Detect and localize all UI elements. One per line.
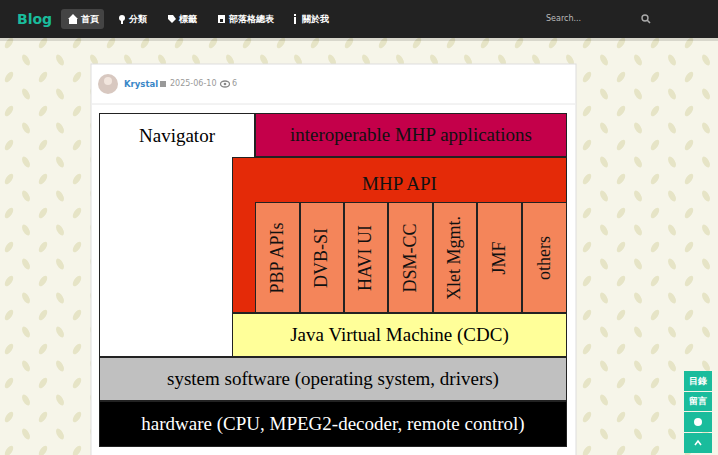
hardware-band: hardware (CPU, MPEG2-decoder, remote con… — [99, 401, 567, 447]
navbar — [0, 0, 718, 38]
node-text: interoperable MHP applications — [290, 125, 532, 146]
save-icon-slot — [220, 19, 223, 22]
eye-icon-pupil — [224, 83, 227, 86]
node-text: Xlet Mgmt. — [445, 216, 465, 300]
post-card — [91, 64, 576, 455]
nav-item: 分類 — [129, 14, 147, 25]
node-text: others — [535, 236, 555, 280]
navbar-shadow — [0, 38, 718, 41]
search-placeholder: Search... — [546, 14, 581, 24]
info-icon-bar — [294, 17, 296, 24]
calendar-icon — [160, 81, 166, 87]
github-button — [684, 412, 712, 432]
jvm-band: Java Virtual Machine (CDC) — [232, 313, 567, 357]
nav-item: 關於我 — [302, 14, 329, 25]
comment-button — [684, 392, 712, 411]
search-icon-handle — [647, 20, 650, 23]
node-text: HAVI UI — [356, 224, 376, 290]
api-column: HAVI UI — [344, 202, 388, 313]
api-column: others — [522, 202, 567, 313]
api-column: DVB-SI — [300, 202, 344, 313]
application-band: interoperable MHP applications — [255, 113, 567, 157]
node-text: DVB-SI — [312, 227, 332, 287]
info-icon-dot — [294, 14, 296, 16]
node-text: hardware (CPU, MPEG2-decoder, remote con… — [141, 414, 524, 435]
nav-item: 部落格總表 — [229, 14, 274, 25]
node-text: MHP API — [362, 174, 437, 195]
author-name: Krystal — [124, 79, 158, 89]
up-arrow-icon — [695, 441, 701, 445]
text-holder: Navigator — [100, 114, 254, 158]
api-column: Xlet Mgmt. — [433, 202, 477, 313]
avatar — [98, 74, 118, 94]
card-divider — [92, 104, 575, 105]
nav-item: 首頁 — [81, 14, 99, 25]
home-icon — [68, 14, 78, 24]
side-button-text: 留言 — [689, 396, 707, 407]
side-button-text: 目錄 — [689, 376, 707, 387]
save-icon — [218, 15, 225, 23]
post-date: 2025-06-10 — [170, 79, 217, 89]
node-text: system software (operating system, drive… — [167, 369, 499, 390]
node-text: Navigator — [139, 126, 215, 147]
api-column: JMF — [477, 202, 522, 313]
top-button — [684, 433, 712, 453]
node-text: PBP APIs — [268, 222, 288, 293]
nav-item: 標籤 — [179, 14, 197, 25]
api-column: DSM-CC — [388, 202, 433, 313]
api-band: MHP API PBP APIs DVB-SI HAVI UI DSM-CC Xlet M… — [232, 157, 567, 313]
system-band: system software (operating system, drive… — [99, 357, 567, 401]
github-icon — [694, 418, 702, 426]
node-text: DSM-CC — [401, 223, 421, 292]
view-count: 6 — [232, 79, 237, 89]
avatar-face — [104, 77, 112, 85]
node-text: JMF — [490, 241, 510, 274]
toc-button — [684, 371, 712, 391]
node-text: Java Virtual Machine (CDC) — [290, 325, 509, 346]
bulb-icon-base — [121, 20, 123, 24]
site-logo: Blog — [17, 11, 52, 28]
eye-icon — [221, 81, 230, 87]
api-column: PBP APIs — [255, 202, 300, 313]
active-nav-pill — [61, 9, 104, 29]
tag-icon — [168, 15, 176, 23]
